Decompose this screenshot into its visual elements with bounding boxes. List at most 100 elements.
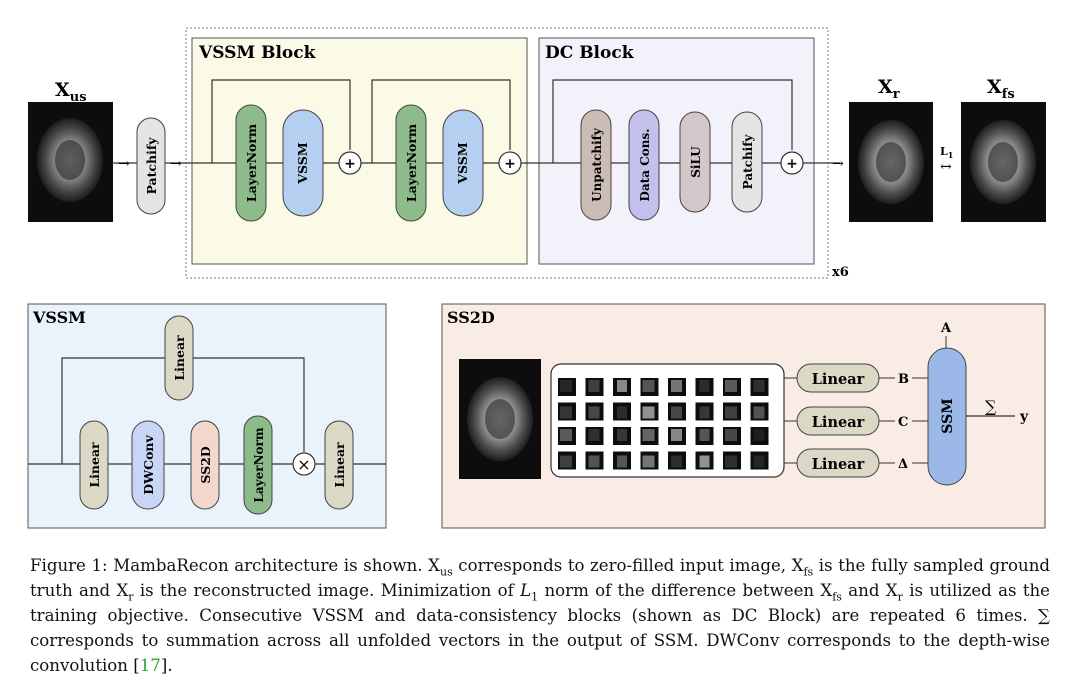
ss2d-linear-c: Linear — [796, 406, 880, 436]
vssm-block-title: VSSM Block — [198, 43, 317, 63]
ssm-block: SSM — [927, 347, 967, 486]
ss2d-param-c: C — [898, 415, 908, 430]
vssm-panel-out-linear: Linear — [324, 420, 354, 510]
svg-text:+: + — [504, 156, 516, 172]
vssm-panel-layernorm: LayerNorm — [243, 415, 273, 515]
svg-text:+: + — [786, 156, 798, 172]
image-patch-content — [588, 455, 600, 468]
svg-text:Patchify: Patchify — [741, 134, 755, 190]
image-patch-content — [588, 406, 600, 419]
image-patch-content — [588, 429, 600, 441]
ss2d-param-b: B — [898, 372, 909, 387]
ss2d-param-a: A — [940, 321, 952, 336]
arrow-1: → — [118, 156, 130, 172]
vssm-panel-top-linear: Linear — [164, 315, 194, 401]
fully-sampled-mri-image — [961, 102, 1046, 222]
image-patch-content — [753, 406, 765, 419]
vssm-panel-linear: Linear — [79, 420, 109, 510]
svg-text:LayerNorm: LayerNorm — [404, 124, 419, 202]
svg-text:DWConv: DWConv — [141, 435, 156, 495]
image-patch-content — [725, 455, 737, 468]
repeat-label: x6 — [832, 265, 849, 280]
image-patch-content — [671, 429, 682, 441]
image-patch-content — [642, 380, 655, 392]
image-patch-content — [753, 455, 765, 468]
dc-unpatchify: Unpatchify — [580, 109, 612, 221]
svg-text:Linear: Linear — [812, 456, 865, 473]
architecture-figure: x6 VSSM Block DC Block Xus → → Patchify … — [27, 27, 1046, 529]
svg-text:LayerNorm: LayerNorm — [244, 124, 259, 202]
recon-image-label: Xr — [878, 76, 900, 102]
full-image-label: Xfs — [987, 76, 1015, 102]
vssm-block-layernorm-2: LayerNorm — [395, 104, 427, 222]
caption-fig-label: Figure 1: — [30, 556, 108, 575]
add-node-1: + — [338, 151, 362, 175]
ss2d-output-y: y — [1019, 409, 1029, 425]
citation-link[interactable]: 17 — [139, 656, 161, 675]
svg-text:Linear: Linear — [332, 442, 347, 488]
svg-text:SSM: SSM — [940, 398, 956, 433]
image-patch-content — [699, 380, 710, 392]
vssm-block-vssm-1: VSSM — [282, 109, 324, 217]
svg-text:LayerNorm: LayerNorm — [252, 427, 266, 502]
ss2d-linear-delta: Linear — [796, 448, 880, 478]
repeat-outer-box — [185, 27, 829, 279]
svg-text:Unpatchify: Unpatchify — [590, 127, 604, 202]
svg-text:VSSM: VSSM — [455, 142, 470, 184]
svg-text:+: + — [344, 156, 356, 172]
input-image-label: Xus — [55, 79, 87, 105]
vssm-block-layernorm-1: LayerNorm — [235, 104, 267, 222]
input-mri-image — [28, 102, 113, 222]
dc-silu: SiLU — [679, 111, 711, 213]
arrow-3: → — [832, 156, 844, 172]
svg-text:Data Cons.: Data Cons. — [638, 129, 652, 202]
ss2d-panel-title: SS2D — [447, 308, 495, 327]
image-patch-content — [699, 406, 710, 419]
image-patch-content — [642, 429, 655, 441]
vssm-residual-1 — [211, 79, 351, 163]
image-patch-content — [753, 429, 765, 441]
image-patch-content — [699, 455, 710, 468]
image-patch-content — [642, 406, 655, 419]
ss2d-linear-b: Linear — [796, 363, 880, 393]
svg-text:SiLU: SiLU — [689, 146, 703, 178]
image-patch-content — [560, 455, 572, 468]
image-patch-content — [617, 380, 627, 392]
svg-text:Linear: Linear — [172, 335, 187, 381]
dc-patchify: Patchify — [731, 111, 763, 213]
image-patch-content — [725, 429, 737, 441]
svg-text:Linear: Linear — [812, 414, 865, 431]
dc-block-box — [538, 37, 815, 265]
dc-block-title: DC Block — [545, 43, 635, 63]
vssm-residual-2 — [371, 79, 511, 163]
vssm-block-vssm-2: VSSM — [442, 109, 484, 217]
image-patch-content — [671, 455, 682, 468]
svg-text:Patchify: Patchify — [144, 137, 159, 195]
recon-mri-image — [849, 102, 933, 222]
image-patch-content — [753, 380, 765, 392]
dc-residual — [552, 79, 793, 163]
image-patch-content — [588, 380, 600, 392]
svg-text:Linear: Linear — [87, 442, 102, 488]
ss2d-patch-grid — [558, 378, 769, 470]
vssm-panel-dwconv: DWConv — [131, 420, 165, 510]
image-patch-content — [642, 455, 655, 468]
svg-text:Linear: Linear — [812, 371, 865, 388]
loss-arrow: ↔ — [940, 159, 952, 175]
figure-caption: Figure 1: MambaRecon architecture is sho… — [30, 556, 1051, 675]
image-patch-content — [560, 406, 572, 419]
image-patch-content — [560, 380, 572, 392]
image-patch-content — [671, 380, 682, 392]
loss-label: L1 — [940, 145, 953, 160]
vssm-panel-title: VSSM — [32, 308, 86, 327]
image-patch-content — [560, 429, 572, 441]
ss2d-param-delta: Δ — [898, 457, 908, 472]
add-node-3: + — [780, 151, 804, 175]
vssm-panel-ss2d: SS2D — [190, 420, 220, 510]
dc-data-consistency: Data Cons. — [628, 109, 660, 221]
image-patch-content — [725, 380, 737, 392]
image-patch-content — [671, 406, 682, 419]
image-patch-content — [617, 406, 627, 419]
svg-text:SS2D: SS2D — [198, 446, 213, 483]
arrow-2: → — [170, 156, 182, 172]
